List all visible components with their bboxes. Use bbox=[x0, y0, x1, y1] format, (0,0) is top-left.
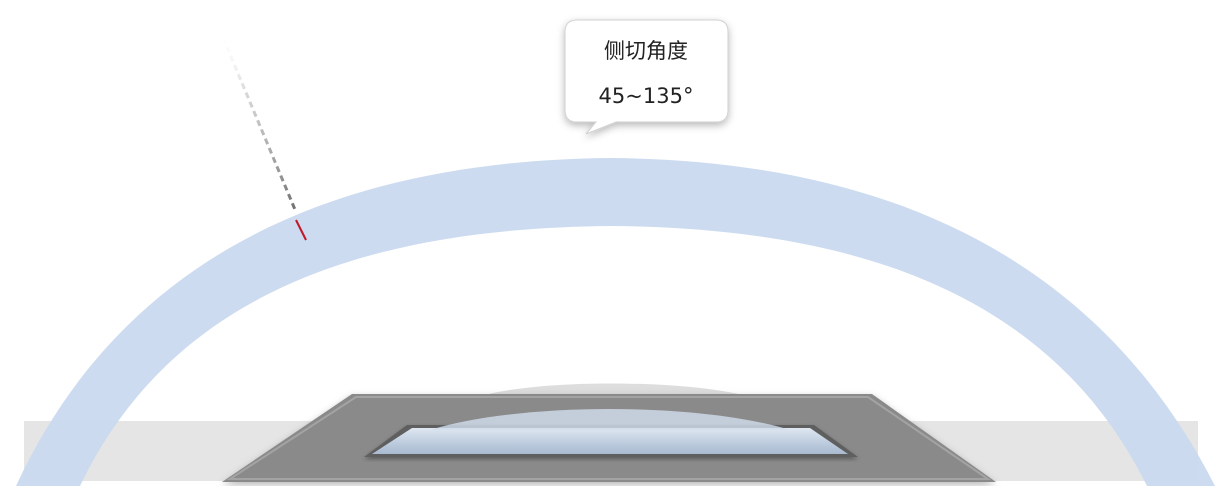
cornea-arc bbox=[16, 158, 1215, 486]
callout-bubble bbox=[564, 19, 729, 135]
angle-callout: 侧切角度 45~135° bbox=[564, 19, 729, 135]
lens-window bbox=[372, 428, 848, 454]
device-frame-bevel bbox=[226, 396, 992, 480]
lens-highlight bbox=[430, 409, 790, 430]
callout-value: 45~135° bbox=[599, 84, 694, 108]
callout-title: 侧切角度 bbox=[604, 39, 688, 63]
incision-mark bbox=[295, 219, 307, 241]
instrument-shaft bbox=[217, 27, 298, 213]
